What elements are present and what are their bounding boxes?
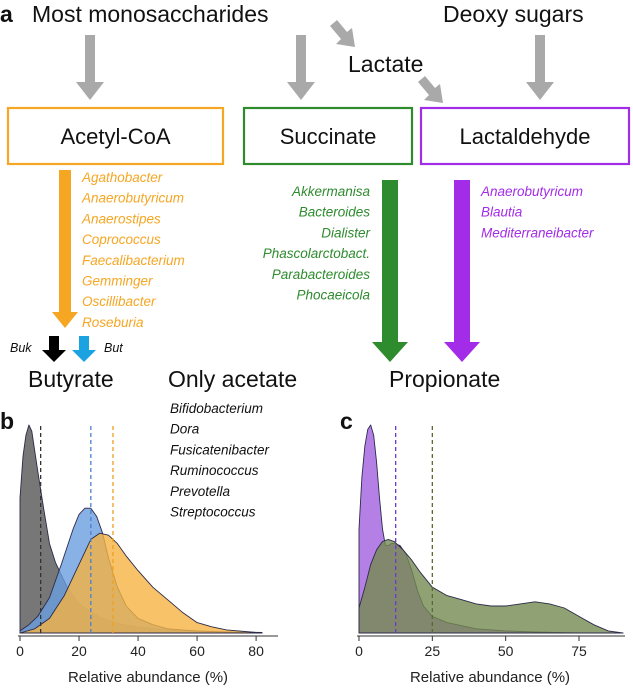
arrow-succinate-propionate [372, 180, 408, 362]
source-deoxy-sugars: Deoxy sugars [443, 1, 584, 27]
genus-butyrate-0: Agathobacter [81, 170, 163, 185]
genus-acetate-2: Fusicatenibacter [170, 442, 270, 457]
x-tick-label-0-3: 60 [189, 643, 205, 659]
x-tick-label-1-3: 75 [571, 643, 587, 659]
label-acetyl-coa: Acetyl-CoA [60, 124, 170, 149]
genus-butyrate-6: Oscillibacter [82, 294, 156, 309]
arrow-to-lactaldehyde [526, 35, 554, 100]
genus-butyrate-4: Faecalibacterium [82, 253, 185, 268]
genus-succinate-2: Dialister [321, 225, 370, 240]
x-tick-label-0-1: 20 [71, 643, 87, 659]
genus-butyrate-7: Roseburia [82, 315, 144, 330]
box-succinate [242, 106, 414, 166]
genus-succinate-1: Bacteroides [299, 205, 371, 220]
x-tick-label-1-2: 50 [498, 643, 514, 659]
genus-acetate-0: Bifidobacterium [170, 401, 263, 416]
genus-list-butyrate: AgathobacterAnaerobutyricumAnaerostipesC… [81, 170, 185, 330]
panel-label-b: b [0, 408, 14, 434]
x-tick-label-0-0: 0 [16, 643, 24, 659]
density-chart-b: 0 20 40 60 80 [16, 423, 278, 659]
grey-arrows [76, 20, 554, 103]
genus-acetate-1: Dora [170, 422, 200, 437]
label-succinate: Succinate [280, 124, 377, 149]
x-tick-label-0-2: 40 [130, 643, 146, 659]
genus-lactaldehyde-1: Blautia [481, 205, 523, 220]
arrow-acetyl-butyrate [52, 170, 78, 328]
product-butyrate: Butyrate [28, 366, 114, 392]
genus-succinate-3: Phascolarctobact. [263, 246, 370, 261]
x-tick-label-1-1: 25 [425, 643, 441, 659]
panel-label-a: a [0, 1, 13, 27]
product-propionate: Propionate [389, 366, 500, 392]
enzyme-buk: Buk [10, 341, 32, 355]
buk-arrow [42, 336, 66, 362]
x-axis-label-b: Relative abundance (%) [68, 669, 228, 686]
genus-lactaldehyde-2: Mediterraneibacter [481, 225, 594, 240]
density-series-0-2 [19, 532, 263, 634]
product-only-acetate: Only acetate [168, 366, 297, 392]
box-lactaldehyde [419, 106, 631, 166]
genus-list-acetate: BifidobacteriumDoraFusicatenibacterRumin… [170, 401, 270, 520]
panel-label-c: c [340, 408, 353, 434]
box-acetyl-coa [6, 106, 225, 166]
arrow-to-acetyl [76, 35, 104, 100]
enzyme-but: But [104, 341, 123, 355]
source-lactate: Lactate [348, 51, 423, 77]
arrow-to-lactate [330, 20, 355, 47]
genus-acetate-5: Streptococcus [170, 505, 256, 520]
genus-succinate-4: Parabacteroides [272, 267, 371, 282]
genus-lactaldehyde-0: Anaerobutyricum [480, 184, 583, 199]
density-series-1-1 [358, 538, 624, 634]
arrow-to-succinate [287, 35, 315, 100]
x-tick-label-1-0: 0 [355, 643, 363, 659]
genus-acetate-4: Prevotella [170, 484, 231, 499]
genus-butyrate-5: Gemminger [82, 274, 153, 289]
genus-butyrate-2: Anaerostipes [81, 211, 161, 226]
source-most-monosaccharides: Most monosaccharides [32, 1, 269, 27]
x-tick-label-0-4: 80 [248, 643, 264, 659]
density-chart-c: 0 25 50 75 [355, 423, 625, 659]
genus-list-succinate: AkkermanisaBacteroidesDialisterPhascolar… [263, 184, 371, 303]
label-lactaldehyde: Lactaldehyde [460, 124, 591, 149]
genus-acetate-3: Ruminococcus [170, 463, 259, 478]
genus-succinate-5: Phocaeicola [296, 288, 370, 303]
arrow-lactaldehyde-propionate [444, 180, 480, 362]
genus-butyrate-1: Anaerobutyricum [81, 191, 184, 206]
x-axis-label-c: Relative abundance (%) [410, 669, 570, 686]
but-arrow [72, 336, 96, 362]
genus-succinate-0: Akkermanisa [291, 184, 371, 199]
arrow-lactate-to-lactaldehyde [418, 76, 443, 103]
genus-butyrate-3: Coprococcus [82, 232, 161, 247]
